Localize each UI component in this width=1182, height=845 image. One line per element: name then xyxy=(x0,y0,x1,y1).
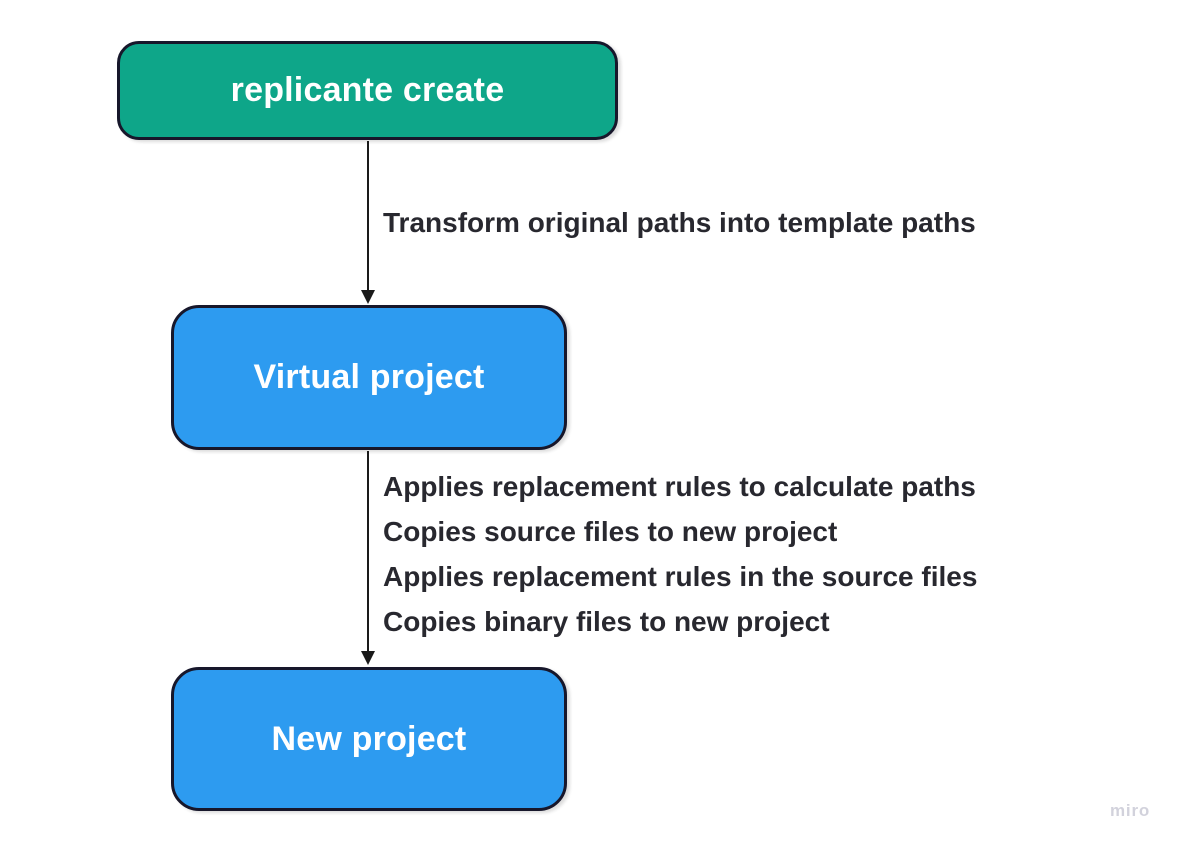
edge-label-line-copies-binary: Copies binary files to new project xyxy=(383,606,830,637)
edge-label-line-copies-source: Copies source files to new project xyxy=(383,516,838,547)
arrow-head-icon xyxy=(361,651,375,665)
node-replicante-create[interactable]: replicante create xyxy=(117,41,618,140)
node-new-project[interactable]: New project xyxy=(171,667,567,811)
edge-label-line-applies-calculate: Applies replacement rules to calculate p… xyxy=(383,471,976,502)
edge-label-line-applies-source: Applies replacement rules in the source … xyxy=(383,561,978,592)
edge-label-copy-steps[interactable]: Applies replacement rules to calculate p… xyxy=(383,464,977,644)
miro-watermark-logo: miro xyxy=(1110,801,1151,820)
node-virtual-project[interactable]: Virtual project xyxy=(171,305,567,450)
connector-virtual-to-new[interactable] xyxy=(360,451,376,665)
node-virtual-project-label: Virtual project xyxy=(253,358,485,396)
arrow-line xyxy=(367,141,369,292)
arrow-line xyxy=(367,451,369,653)
connector-create-to-virtual[interactable] xyxy=(360,141,376,304)
node-replicante-create-label: replicante create xyxy=(230,71,505,109)
node-new-project-label: New project xyxy=(271,719,467,758)
edge-label-transform-paths[interactable]: Transform original paths into template p… xyxy=(383,207,976,238)
arrow-head-icon xyxy=(361,290,375,304)
